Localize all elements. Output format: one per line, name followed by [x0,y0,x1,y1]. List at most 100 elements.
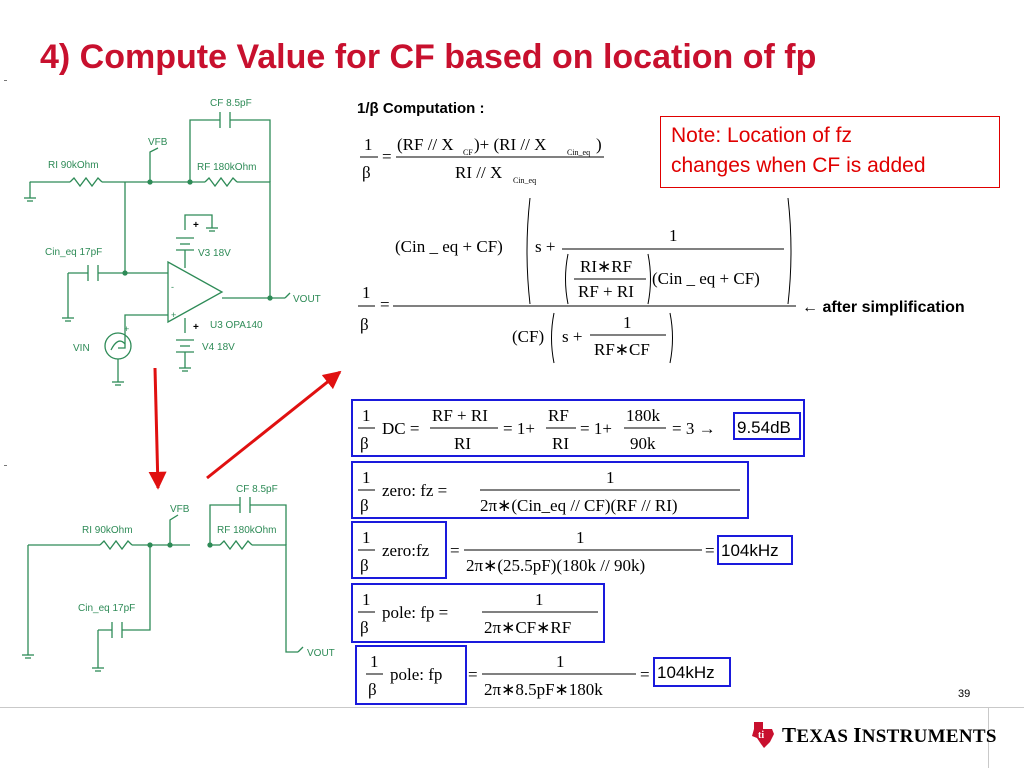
vout-label-2: VOUT [307,648,335,659]
footer-divider-vertical [988,707,989,768]
bullet-dot [4,80,7,81]
svg-text:β: β [362,163,371,182]
schematic-bottom [22,497,304,672]
vin-plus: + [124,324,129,334]
computation-heading: 1/β Computation : [357,100,484,117]
equations: 1/β Computation : 1 β = (RF // X CF )+ (… [351,100,965,705]
svg-text:=: = [705,541,715,560]
svg-text:1: 1 [362,283,371,302]
dc-result: 9.54dB [737,418,791,437]
svg-text:pole: fp =: pole: fp = [382,603,448,622]
svg-text:β: β [360,434,369,453]
svg-text:(CF): (CF) [512,327,544,346]
svg-text:2π∗8.5pF∗180k: 2π∗8.5pF∗180k [484,680,603,699]
svg-text:Cin_eq: Cin_eq [513,176,536,185]
svg-text:1: 1 [362,468,371,487]
svg-text:=: = [380,295,390,314]
svg-text:=: = [468,665,478,684]
svg-text:): ) [596,135,602,154]
bullet-dot [4,465,7,466]
rf-label: RF 180kOhm [197,162,256,173]
rf-resistor [204,176,238,188]
cf-label: CF 8.5pF [210,98,252,109]
vfb-label: VFB [148,137,168,148]
svg-text:1: 1 [606,468,615,487]
svg-text:RI // X: RI // X [455,163,502,182]
svg-text:(RF // X: (RF // X [397,135,454,154]
svg-text:=: = [450,541,460,560]
slide-graphics: CF 8.5pF VFB RI 90kOhm RF 180kOhm Cin_eq… [22,98,965,705]
svg-text:90k: 90k [630,434,656,453]
svg-text:2π∗(25.5pF)(180k // 90k): 2π∗(25.5pF)(180k // 90k) [466,556,645,575]
svg-text:1: 1 [669,226,678,245]
svg-text:β: β [360,556,369,575]
page-number: 39 [958,688,971,700]
svg-text:(Cin _ eq + CF): (Cin _ eq + CF) [652,269,760,288]
svg-text:1: 1 [623,313,632,332]
svg-text:s +: s + [535,237,555,256]
svg-text:RI: RI [552,434,569,453]
svg-text:Cin_eq: Cin_eq [567,148,590,157]
vfb-label-2: VFB [170,504,190,515]
zero-result-box [717,535,793,565]
pole-result-box [653,657,731,687]
svg-text:pole: fp: pole: fp [390,665,442,684]
svg-text:= 1+: = 1+ [580,419,612,438]
texas-state-icon: ti [752,722,774,748]
v3-plus: + [193,220,199,231]
svg-text:β: β [360,618,369,637]
brand-name: TEXAS INSTRUMENTS [782,722,997,747]
zero-formula-box [351,461,749,519]
ti-logo: ti TEXAS INSTRUMENTS [750,720,997,750]
svg-text:= 1+: = 1+ [503,419,535,438]
svg-text:2π∗CF∗RF: 2π∗CF∗RF [484,618,571,637]
after-simplification: ← after simplification [802,299,965,316]
opamp-plus: + [171,310,176,320]
pole-result: 104kHz [657,663,715,682]
ri-resistor [69,176,103,188]
opamp-minus: - [171,282,174,292]
svg-text:CF: CF [463,148,473,157]
svg-text:DC =: DC = [382,419,419,438]
pole-label-box [355,645,467,705]
arrow-diagonal [206,370,342,480]
svg-text:1: 1 [370,652,379,671]
cf-label-2: CF 8.5pF [236,484,278,495]
svg-text:1: 1 [362,590,371,609]
note-line-2: changes when CF is added [671,154,926,177]
svg-text:)+ (RI // X: )+ (RI // X [474,135,546,154]
svg-text:1: 1 [556,652,565,671]
svg-text:=: = [640,665,650,684]
vout-label: VOUT [293,294,321,305]
ri-label: RI 90kOhm [48,160,99,171]
footer-divider [0,707,1024,708]
vin-source [104,332,132,360]
v3-label: V3 18V [198,248,231,259]
note-box: Note: Location of fz changes when CF is … [660,116,1000,188]
vin-label: VIN [73,343,90,354]
page-title: 4) Compute Value for CF based on locatio… [40,38,817,76]
v4-plus: + [193,322,199,333]
zero-result: 104kHz [721,541,779,560]
svg-text:RF + RI: RF + RI [432,406,488,425]
svg-text:β: β [360,496,369,515]
svg-text:1: 1 [576,528,585,547]
pole-formula-box [351,583,605,643]
svg-text:β: β [368,680,377,699]
svg-text:zero:fz: zero:fz [382,541,430,560]
svg-text:1: 1 [364,135,373,154]
u3-label: U3 OPA140 [210,320,263,331]
v4-label: V4 18V [202,342,235,353]
svg-text:RI: RI [454,434,471,453]
svg-text:s +: s + [562,327,582,346]
opamp-triangle [167,260,224,324]
svg-text:RI∗RF: RI∗RF [580,257,632,276]
svg-text:2π∗(Cin_eq // CF)(RF // RI): 2π∗(Cin_eq // CF)(RF // RI) [480,496,678,515]
svg-text:zero: fz =: zero: fz = [382,481,447,500]
svg-text:180k: 180k [626,406,661,425]
cin-label-2: Cin_eq 17pF [78,603,135,614]
svg-text:RF: RF [548,406,569,425]
schematic-top [24,112,291,386]
svg-text:ti: ti [758,730,764,741]
svg-text:(Cin _ eq + CF): (Cin _ eq + CF) [395,237,503,256]
